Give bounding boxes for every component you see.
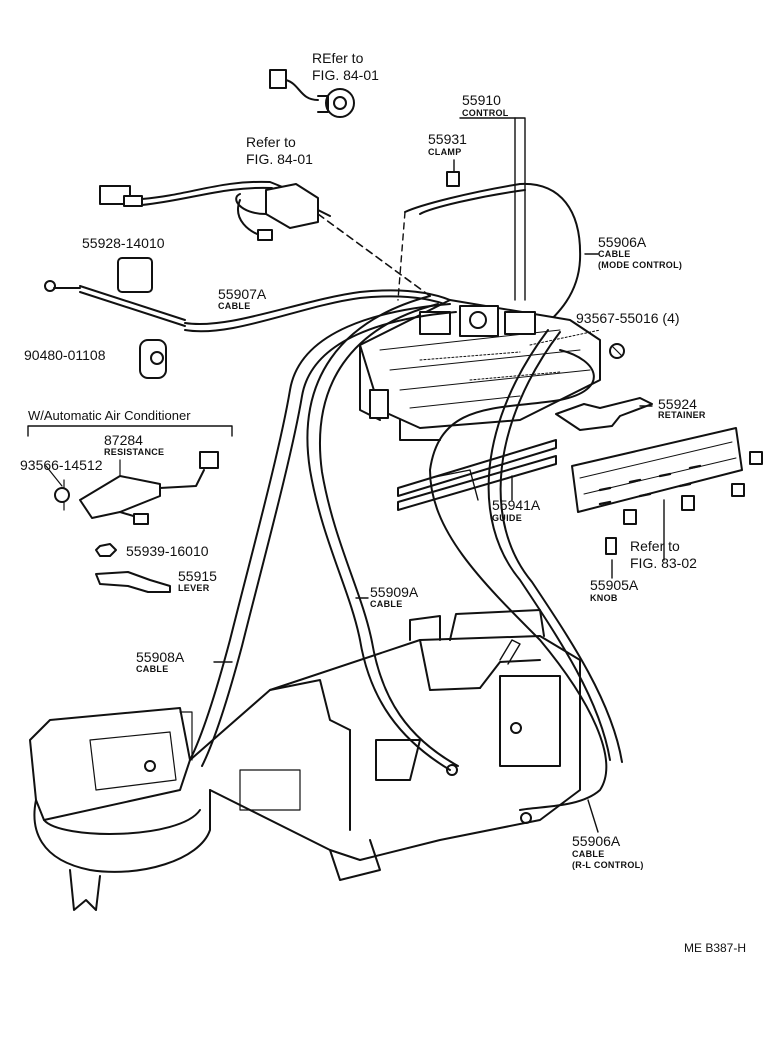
part-55941a-desc: GUIDE xyxy=(492,513,523,523)
part-55924: 55924 xyxy=(658,396,697,412)
resistance-87284 xyxy=(79,451,219,525)
knob-1 xyxy=(749,451,763,465)
knob-55905a xyxy=(605,537,617,555)
part-55907a-desc: CABLE xyxy=(218,301,251,311)
knob-3 xyxy=(681,495,695,511)
ref-fig84-top-line2: FIG. 84-01 xyxy=(312,67,379,83)
part-93566: 93566-14512 xyxy=(20,457,103,473)
part-55931-desc: CLAMP xyxy=(428,147,462,157)
retainer-55924 xyxy=(555,397,653,431)
part-55906a-bottom-desc2: (R-L CONTROL) xyxy=(572,860,644,870)
group-bracket xyxy=(27,425,233,437)
part-55924-desc: RETAINER xyxy=(658,410,706,420)
lever-55915 xyxy=(95,571,171,593)
cable-55906a-mode xyxy=(404,182,582,331)
screw-93566 xyxy=(54,487,70,503)
cable-55909a xyxy=(306,295,459,771)
part-87284: 87284 xyxy=(104,432,143,448)
nut-55939 xyxy=(95,543,117,557)
knob-4 xyxy=(623,509,637,525)
group-title: W/Automatic Air Conditioner xyxy=(28,408,191,423)
part-55905a: 55905A xyxy=(590,577,639,593)
ref-fig84-top-line1: REfer to xyxy=(312,50,364,66)
ref-fig84-mid-line1: Refer to xyxy=(246,134,296,150)
part-55928: 55928-14010 xyxy=(82,235,165,251)
part-55931: 55931 xyxy=(428,131,467,147)
ref-fig83-line2: FIG. 83-02 xyxy=(630,555,697,571)
part-55906a-top: 55906A xyxy=(598,234,647,250)
part-55908a-desc: CABLE xyxy=(136,664,169,674)
part-55941a: 55941A xyxy=(492,497,541,513)
part-87284-desc: RESISTANCE xyxy=(104,447,165,457)
part-55909a: 55909A xyxy=(370,584,419,600)
part-90480: 90480-01108 xyxy=(24,347,106,363)
diagram-code: ME B387-H xyxy=(684,941,747,955)
part-55910-desc: CONTROL xyxy=(462,108,509,118)
knob-2 xyxy=(731,483,745,497)
part-55905a-desc: KNOB xyxy=(590,593,618,603)
cable-55906a-rl xyxy=(429,329,623,811)
ref-fig84-mid-line2: FIG. 84-01 xyxy=(246,151,313,167)
part-55939: 55939-16010 xyxy=(126,543,209,559)
part-55915-desc: LEVER xyxy=(178,583,210,593)
part-55906a-bottom: 55906A xyxy=(572,833,621,849)
part-55908a: 55908A xyxy=(136,649,185,665)
part-55915: 55915 xyxy=(178,568,217,584)
blower-switch-connector xyxy=(269,69,355,118)
harness-connector xyxy=(99,180,331,241)
part-55906a-bottom-desc1: CABLE xyxy=(572,849,605,859)
part-55910: 55910 xyxy=(462,92,501,108)
sleeve-55928 xyxy=(117,257,153,293)
grommet-90480 xyxy=(139,339,167,379)
heater-control-head xyxy=(359,299,601,441)
cable-55907a xyxy=(44,280,451,333)
control-panel-face xyxy=(571,427,743,561)
part-55907a: 55907A xyxy=(218,286,267,302)
part-93567: 93567-55016 (4) xyxy=(576,310,680,326)
part-55906a-top-desc1: CABLE xyxy=(598,249,631,259)
cable-55908a xyxy=(189,303,457,767)
dashed-ref-line xyxy=(317,213,431,297)
part-55909a-desc: CABLE xyxy=(370,599,403,609)
part-55906a-top-desc2: (MODE CONTROL) xyxy=(598,260,683,270)
heater-unit-housing xyxy=(29,609,581,911)
ref-fig83-line1: Refer to xyxy=(630,538,680,554)
